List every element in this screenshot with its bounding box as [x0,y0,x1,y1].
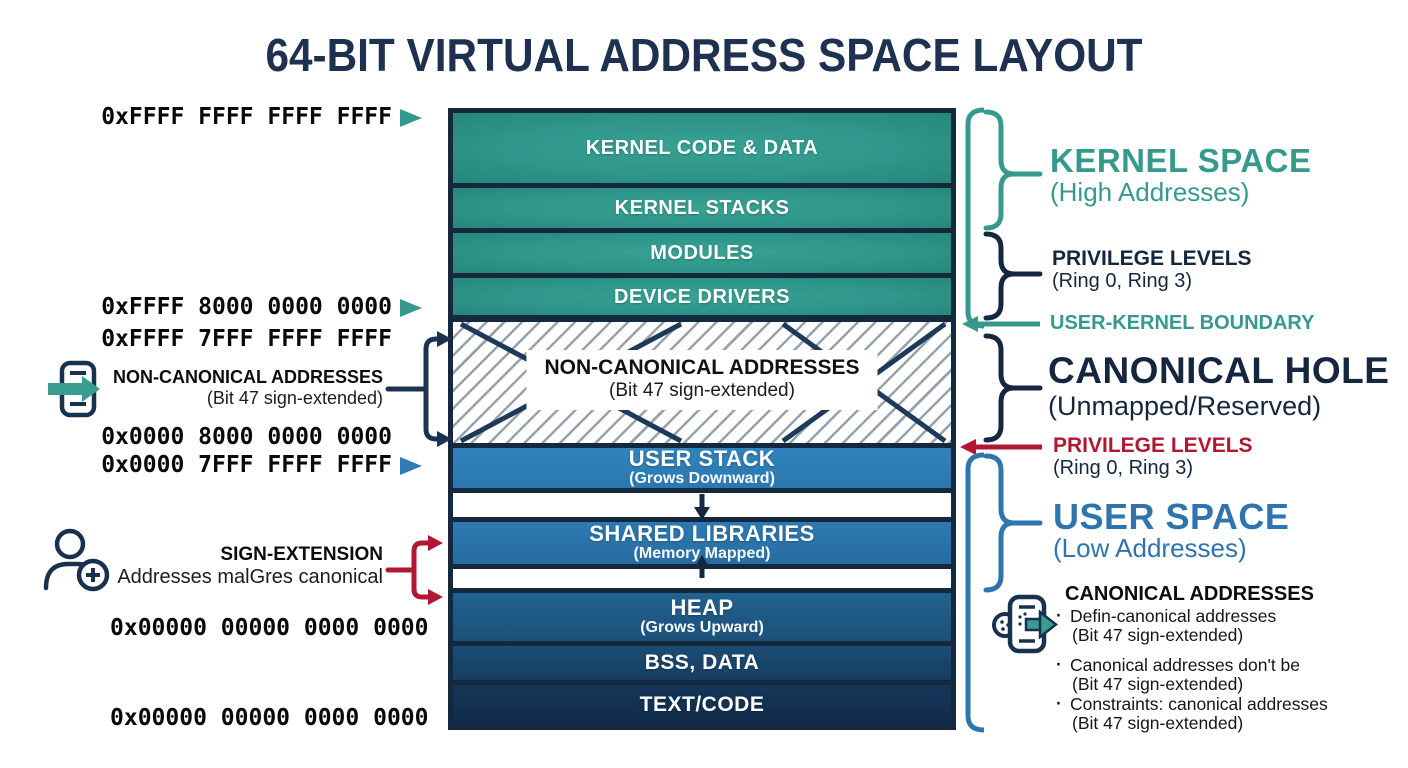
block-label: SHARED LIBRARIES [589,521,815,546]
canonical-hole-title: CANONICAL HOLE [1048,350,1390,391]
list-item: Constraints: canonical addresses (Bit 47… [1056,694,1408,733]
block-label: KERNEL CODE & DATA [585,137,819,159]
hole-sublabel: (Bit 47 sign-extended) [609,380,795,401]
privilege-levels-mid-title: PRIVILEGE LEVELS [1053,434,1253,457]
block-heap: HEAP (Grows Upward) [453,593,951,641]
sign-extension-arrowhead-bottom [428,589,443,605]
document-export-icon [48,360,100,418]
pointer-triangle-user-top [400,457,422,475]
block-label: KERNEL STACKS [614,197,790,219]
page-title: 64-BIT VIRTUAL ADDRESS SPACE LAYOUT [265,29,1143,81]
non-canonical-note-title: NON-CANONICAL ADDRESSES [112,367,383,387]
block-bss-data: BSS, DATA [453,646,951,680]
privilege-levels-top-title: PRIVILEGE LEVELS [1052,247,1252,270]
privilege-levels-top-bracket [983,231,1043,321]
sign-extension-note-title: SIGN-EXTENSION [220,544,383,565]
hole-label-box: NON-CANONICAL ADDRESSES (Bit 47 sign-ext… [526,350,878,410]
kernel-space-sub: (High Addresses) [1050,177,1250,207]
user-space-sub: (Low Addresses) [1053,533,1247,563]
add-user-icon [43,528,110,592]
canonical-addresses-list: Defin-canonical addresses (Bit 47 sign-e… [1056,606,1408,744]
block-label: USER STACK [628,446,776,471]
user-space-bracket [983,453,1043,593]
bullet-line: Constraints: canonical addresses [1056,694,1408,714]
privilege-levels-mid-sub: (Ring 0, Ring 3) [1053,457,1194,479]
phone-export-icon [992,594,1058,654]
sign-extension-bracket [385,540,431,600]
block-shared-libraries: SHARED LIBRARIES (Memory Mapped) [453,522,951,564]
block-sublabel: (Grows Upward) [640,619,764,636]
user-space-title: USER SPACE [1053,496,1290,537]
list-item: Defin-canonical addresses (Bit 47 sign-e… [1056,606,1408,645]
hole-label: NON-CANONICAL ADDRESSES [544,356,860,379]
address-label-hole-top: 0xFFFF 7FFF FFFF FFFF [101,326,392,352]
sign-extension-arrowhead-top [428,535,443,551]
kernel-region-outer-bracket [965,107,985,329]
bullet-line: (Bit 47 sign-extended) [1072,674,1244,694]
block-sublabel: (Grows Downward) [629,470,775,487]
canonical-addresses-title: CANONICAL ADDRESSES [1065,583,1314,605]
address-label-zero: 0x00000 00000 0000 0000 [110,705,429,731]
block-sublabel: (Memory Mapped) [633,545,771,562]
non-canonical-note-sub: (Bit 47 sign-extended) [206,388,383,408]
list-item: Canonical addresses don't be (Bit 47 sig… [1056,655,1408,694]
user-region-outer-bracket [965,452,985,733]
user-kernel-boundary-arrowhead [962,316,978,332]
hole-range-bracket [385,336,441,442]
block-label: MODULES [650,242,754,264]
bullet-line: (Bit 47 sign-extended) [1072,713,1244,733]
block-kernel-stacks: KERNEL STACKS [453,188,951,228]
block-kernel-code-data: KERNEL CODE & DATA [453,113,951,183]
block-text-code: TEXT/CODE [453,685,951,725]
sign-extension-note-sub: Addresses malGres canonical [117,566,383,588]
privilege-levels-top-sub: (Ring 0, Ring 3) [1052,270,1193,292]
bullet-line: (Bit 47 sign-extended) [1072,625,1244,645]
address-label-top: 0xFFFF FFFF FFFF FFFF [101,104,392,130]
canonical-hole-sub: (Unmapped/Reserved) [1048,391,1322,421]
block-modules: MODULES [453,233,951,273]
block-device-drivers: DEVICE DRIVERS [453,278,951,315]
address-label-low: 0x00000 00000 0000 0000 [110,615,429,641]
block-label: BSS, DATA [644,651,760,674]
gap-grow-down [453,493,951,517]
gap-grow-up [453,569,951,588]
kernel-space-title: KERNEL SPACE [1050,142,1312,179]
address-label-hole-bottom: 0x0000 8000 0000 0000 [101,424,392,450]
user-kernel-boundary-label: USER-KERNEL BOUNDARY [1050,312,1315,334]
pointer-triangle-top [400,109,422,127]
block-label: DEVICE DRIVERS [614,285,790,308]
address-label-kernel-base: 0xFFFF 8000 0000 0000 [101,294,392,320]
canonical-hole-block: NON-CANONICAL ADDRESSES (Bit 47 sign-ext… [453,322,951,443]
kernel-space-bracket [983,109,1043,231]
privilege-levels-mid-arrowhead [960,439,976,455]
bullet-line: Defin-canonical addresses [1056,606,1408,626]
block-user-stack: USER STACK (Grows Downward) [453,448,951,488]
bullet-line: Canonical addresses don't be [1056,655,1408,675]
pointer-triangle-kernel-base [400,299,422,317]
sign-extension-note: SIGN-EXTENSION Addresses malGres canonic… [60,544,383,589]
non-canonical-note: NON-CANONICAL ADDRESSES (Bit 47 sign-ext… [60,367,383,409]
block-label: TEXT/CODE [639,693,765,716]
memory-stack: KERNEL CODE & DATA KERNEL STACKS MODULES… [448,108,956,730]
canonical-hole-bracket [983,333,1043,443]
block-label: HEAP [670,595,734,620]
address-label-user-top: 0x0000 7FFF FFFF FFFF [101,452,392,478]
